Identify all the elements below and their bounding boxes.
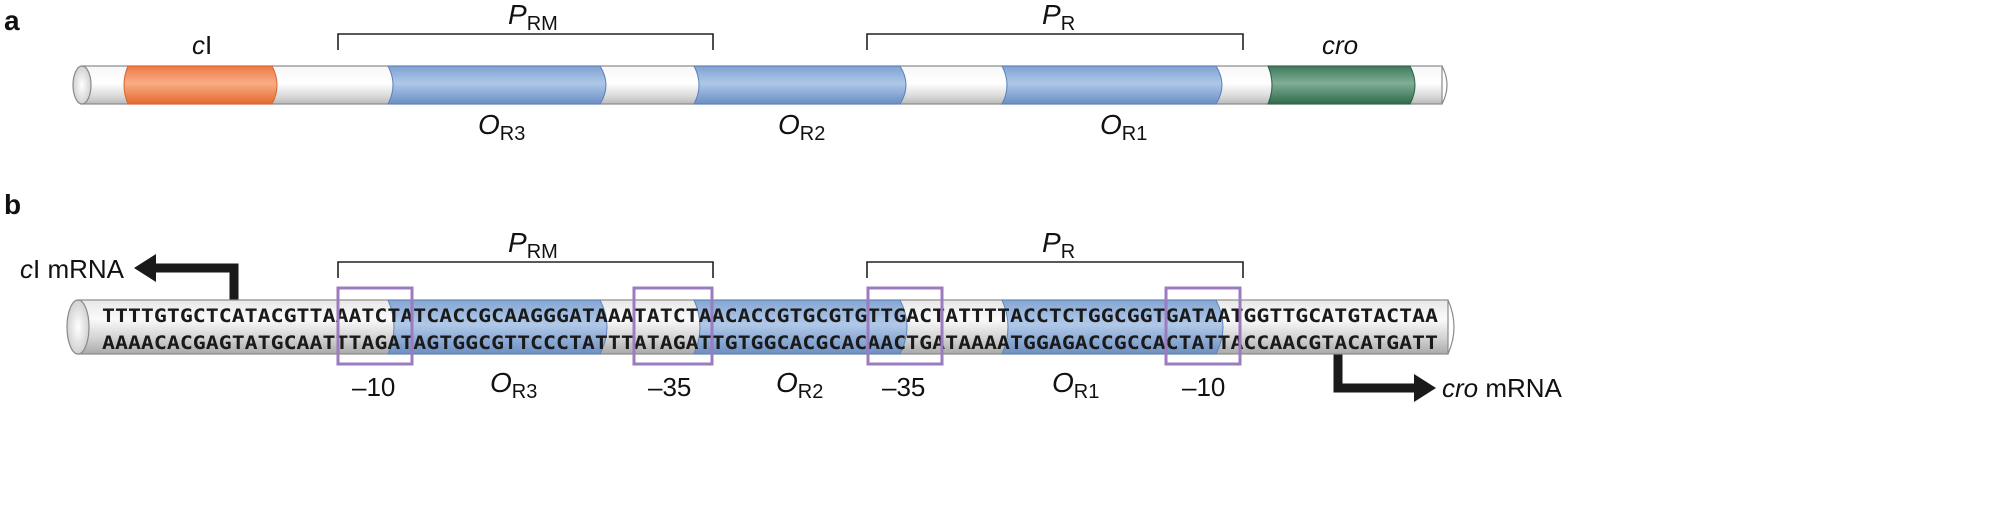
pr-label-b: PR	[1042, 227, 1075, 263]
or3-segment-b	[387, 299, 608, 355]
minus35-box-prm	[632, 286, 714, 366]
or3-label-a: OR3	[478, 109, 525, 145]
cro-mrna-arrow	[1333, 350, 1436, 402]
pr-bracket-b	[866, 261, 1244, 278]
or3-label-b: OR3	[490, 367, 537, 403]
ci-mrna-arrow	[134, 254, 239, 300]
minus35-box-pr	[866, 286, 944, 366]
top-strand-sequence: TTTTGTGCTCATACGTTAAATCTATCACCGCAAGGGATAA…	[102, 306, 1438, 327]
ci-mrna-label: cI mRNA	[20, 254, 125, 284]
pr-label-a: PR	[1042, 0, 1075, 35]
panel-b-letter: b	[4, 189, 21, 220]
or2-label-b: OR2	[776, 367, 823, 403]
minus35-label-pr: –35	[882, 372, 925, 402]
minus10-label-pr: –10	[1182, 372, 1225, 402]
prm-label-b: PRM	[508, 227, 558, 263]
cro-gene-label: cro	[1322, 30, 1358, 60]
panel-a-dna-tube	[72, 65, 1448, 105]
minus10-box-pr	[1164, 286, 1242, 366]
cro-mrna-label: cro mRNA	[1442, 373, 1563, 403]
prm-bracket-b	[337, 261, 714, 278]
or2-segment	[693, 65, 907, 105]
minus35-label-prm: –35	[648, 372, 691, 402]
prm-bracket-a	[337, 33, 714, 50]
or2-label-a: OR2	[778, 109, 825, 145]
tube-left-cap	[72, 65, 92, 105]
or1-label-b: OR1	[1052, 367, 1099, 403]
tube-right-end-b	[1447, 299, 1455, 355]
cro-gene-segment	[1267, 65, 1416, 105]
minus10-label-prm: –10	[352, 372, 395, 402]
or2-segment-b	[693, 299, 908, 355]
or1-label-a: OR1	[1100, 109, 1147, 145]
tube-left-cap-b	[66, 299, 90, 355]
or3-segment	[387, 65, 607, 105]
ci-gene-segment	[123, 65, 278, 105]
minus10-box-prm	[336, 286, 414, 366]
ci-gene-label: cI	[192, 30, 212, 60]
promoter-boxes	[336, 286, 1242, 366]
or1-segment-b	[1001, 299, 1224, 355]
tube-right-end	[1441, 65, 1448, 105]
panel-a-letter: a	[4, 5, 20, 36]
pr-bracket-a	[866, 33, 1244, 50]
bottom-strand-sequence: AAAACACGAGTATGCAATTTAGATAGTGGCGTTCCCTATT…	[102, 333, 1438, 354]
panel-b-dna-tube	[66, 299, 1455, 355]
prm-label-a: PRM	[508, 0, 558, 35]
or1-segment	[1001, 65, 1223, 105]
